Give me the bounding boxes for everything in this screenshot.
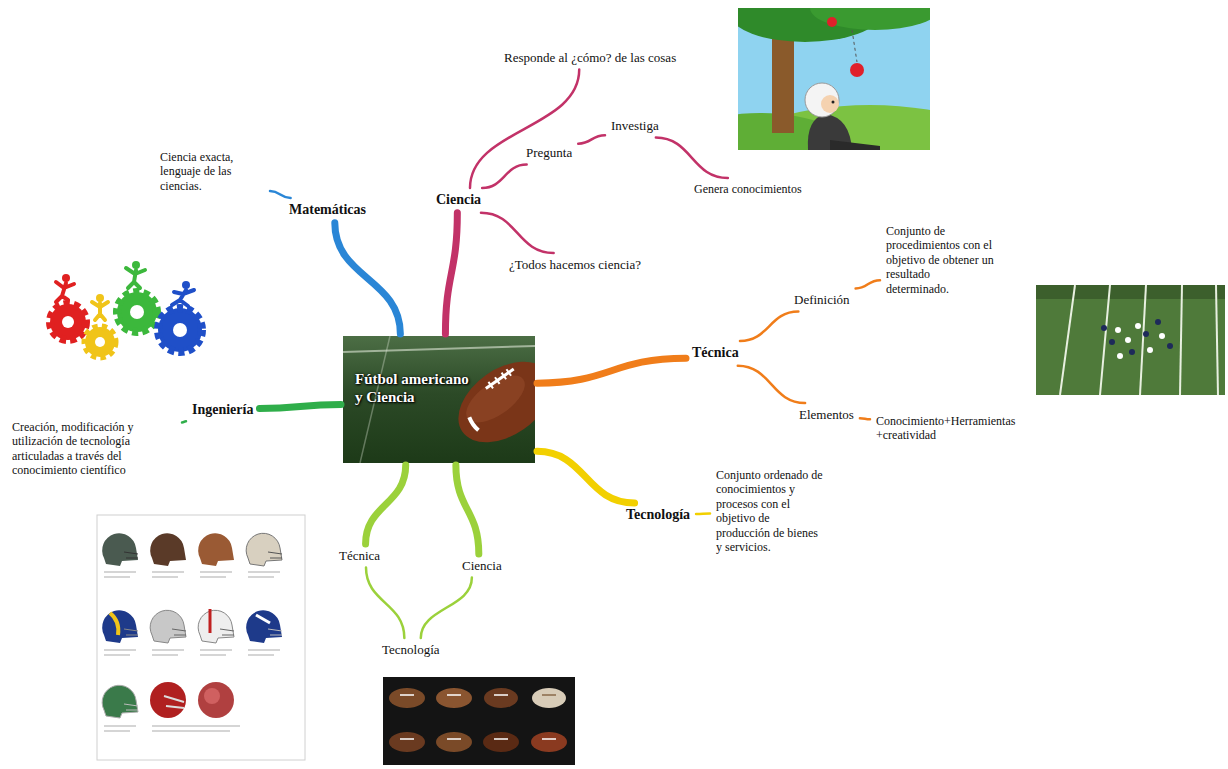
topic-text: Creación, modificación y utilización de … <box>12 420 176 478</box>
branch-line <box>259 404 341 408</box>
branch-line <box>481 213 554 253</box>
branch-line <box>860 418 870 419</box>
topic-text: Conocimiento+Herramientas +creatividad <box>876 414 1036 443</box>
branch-line <box>366 465 406 544</box>
branch-topic: Definición <box>790 290 854 310</box>
branch-topic: Conjunto de procedimientos con el objeti… <box>882 222 998 298</box>
branch-line <box>182 421 186 422</box>
topic-text: Investiga <box>611 118 659 134</box>
hub-picture <box>343 336 535 463</box>
branch-topic: Tecnología <box>378 640 444 660</box>
branch-topic: Ciencia exacta, lenguaje de las ciencias… <box>156 148 268 195</box>
branch-line <box>470 70 579 188</box>
footballs-picture <box>383 677 575 765</box>
topic-text: ¿Todos hacemos ciencia? <box>509 257 641 273</box>
branch-line <box>656 138 728 178</box>
branch-topic: Matemáticas <box>285 200 370 221</box>
branch-topic: Técnica <box>335 546 384 566</box>
branch-line <box>335 223 401 334</box>
branch-line <box>738 366 805 403</box>
branch-topic: Investiga <box>607 116 663 136</box>
topic-text: Ciencia <box>436 192 481 209</box>
central-topic: Fútbol americano y Ciencia <box>343 336 535 463</box>
branch-topic: Técnica <box>688 343 743 364</box>
branch-line <box>421 578 472 638</box>
field-photo <box>1036 285 1225 395</box>
gears-picture <box>50 261 202 357</box>
branch-line <box>696 512 710 515</box>
branch-line <box>578 135 605 143</box>
topic-text: Conjunto ordenado de conocimientos y pro… <box>716 468 826 554</box>
topic-text: Ciencia exacta, lenguaje de las ciencias… <box>160 150 264 193</box>
branch-topic: Genera conocimientos <box>690 180 806 198</box>
topic-text: Matemáticas <box>289 202 366 219</box>
branch-line <box>537 358 686 383</box>
branch-line <box>482 165 527 188</box>
topic-text: Conjunto de procedimientos con el objeti… <box>886 224 994 296</box>
topic-text: Responde al ¿cómo? de las cosas <box>504 50 676 66</box>
branch-line <box>537 451 635 503</box>
newton-picture <box>738 8 930 150</box>
branch-topic: Conjunto ordenado de conocimientos y pro… <box>712 466 830 556</box>
topic-text: Tecnología <box>626 507 690 524</box>
branch-topic: Elementos <box>795 405 858 425</box>
topic-text: Ciencia <box>462 558 502 574</box>
topic-text: Fútbol americano y Ciencia <box>355 370 473 406</box>
branch-line <box>445 213 457 334</box>
branch-line <box>366 568 404 638</box>
topic-text: Elementos <box>799 407 854 423</box>
topic-text: Genera conocimientos <box>694 182 802 196</box>
topic-text: Técnica <box>339 548 380 564</box>
topic-text: Definición <box>794 292 850 308</box>
helmets-picture <box>97 515 305 760</box>
branch-line <box>270 191 291 198</box>
branch-topic: Conocimiento+Herramientas +creatividad <box>872 412 1040 445</box>
branch-topic: Tecnología <box>622 505 694 526</box>
branch-line <box>856 280 880 288</box>
branch-topic: Responde al ¿cómo? de las cosas <box>500 48 680 68</box>
branch-topic: Ingeniería <box>188 400 257 421</box>
branch-topic: Pregunta <box>522 143 576 163</box>
branch-topic: ¿Todos hacemos ciencia? <box>505 255 645 275</box>
topic-text: Pregunta <box>526 145 572 161</box>
topic-text: Tecnología <box>382 642 440 658</box>
topic-text: Técnica <box>692 345 739 362</box>
topic-text: Ingeniería <box>192 402 253 419</box>
branch-topic: Ciencia <box>432 190 485 211</box>
branch-topic: Ciencia <box>458 556 506 576</box>
branch-topic: Creación, modificación y utilización de … <box>8 418 180 480</box>
branch-line <box>740 312 798 341</box>
branch-line <box>456 465 479 554</box>
